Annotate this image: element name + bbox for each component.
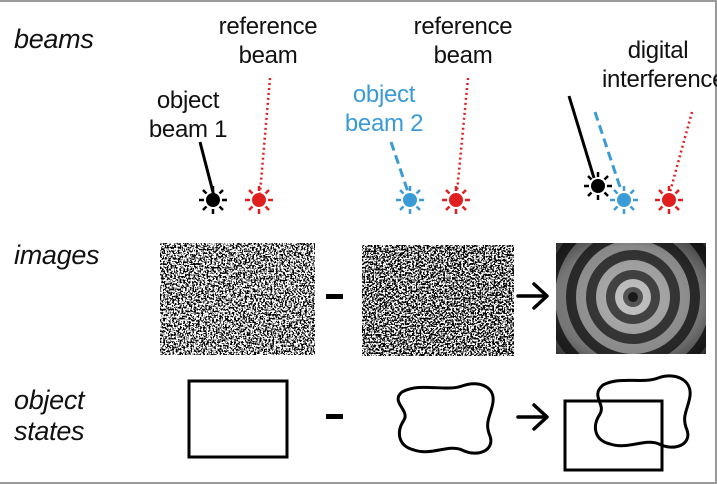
speckle-image-1 (160, 243, 315, 355)
label-digital-interference-line2: interference (602, 66, 717, 93)
label-object-beam-2: object beam 2 (333, 80, 435, 138)
label-reference-beam-2-line2: beam (433, 42, 493, 69)
label-object-beam-1-line1: object (156, 87, 220, 114)
label-reference-beam-2-line1: reference (413, 13, 513, 40)
light-source-icon (442, 186, 470, 214)
light-source-icon (199, 186, 227, 214)
interference-object-beam-1-line (567, 95, 596, 179)
label-reference-beam-1-line1: reference (218, 13, 318, 40)
row-label-object-states: object states (14, 385, 85, 447)
label-reference-beam-1-line2: beam (238, 42, 298, 69)
object-beam-1-line (198, 141, 216, 197)
label-reference-beam-2: reference beam (400, 12, 526, 70)
object-beam-2-line (389, 141, 410, 193)
row-label-images: images (14, 240, 100, 270)
object-state-1-rectangle (187, 379, 289, 459)
object-state-overlay-blob (593, 374, 692, 449)
arrow-right-icon (516, 282, 549, 310)
interference-fringe-image (556, 243, 706, 354)
label-reference-beam-1: reference beam (205, 12, 331, 70)
interference-object-beam-2-line (593, 111, 623, 191)
object-state-overlay-rectangle (563, 399, 664, 472)
light-source-icon (245, 186, 273, 214)
label-digital-interference-line1: digital (627, 37, 689, 64)
minus-sign-images (326, 294, 343, 299)
row-label-object-states-line1: object (14, 385, 85, 415)
row-label-beams: beams (14, 24, 94, 54)
row-label-object-states-line2: states (14, 416, 85, 446)
reference-beam-1-line (258, 77, 272, 194)
light-source-icon (584, 172, 612, 200)
label-object-beam-2-line1: object (352, 81, 416, 108)
label-object-beam-1-line2: beam 1 (148, 116, 228, 143)
light-source-icon (610, 186, 638, 214)
minus-sign-states (326, 414, 343, 419)
reference-beam-2-line (455, 77, 470, 193)
label-digital-interference: digital interference (602, 36, 717, 94)
object-state-2-blob (396, 382, 495, 455)
arrow-right-icon (516, 403, 549, 431)
light-source-icon (655, 186, 683, 214)
label-object-beam-2-line2: beam 2 (344, 110, 424, 137)
speckle-image-2 (362, 245, 514, 356)
light-source-icon (396, 186, 424, 214)
interference-reference-beam-line (668, 111, 694, 193)
label-object-beam-1: object beam 1 (137, 86, 239, 144)
